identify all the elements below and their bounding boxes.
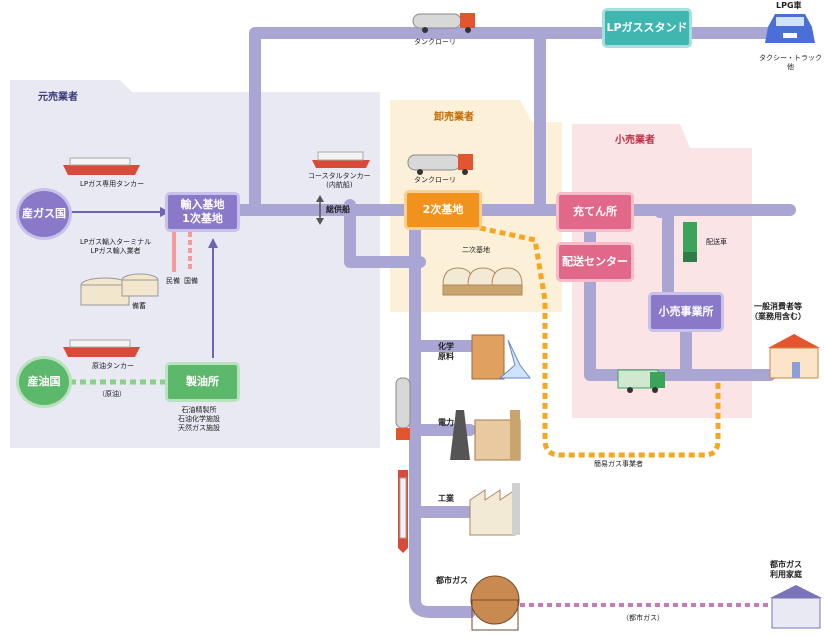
refinery-types-label: 石油精製所 石油化学施設 天然ガス施設 [178, 406, 220, 433]
lpg-stand-node[interactable]: LPガススタンド [602, 8, 692, 48]
coastal-tanker-image [312, 151, 370, 168]
lorry-vertical-image [395, 377, 411, 440]
oil-country-node[interactable]: 産油国 [16, 356, 72, 408]
chemical-plant-image [471, 334, 532, 380]
delivery-truck-label: 配送車 [706, 238, 727, 246]
small-retailer-node[interactable]: 小売事業所 [648, 292, 724, 332]
private-stock-label: 民備 [166, 277, 180, 285]
zone-label-retailer: 小売業者 [615, 135, 655, 146]
simple-gas-flow [479, 225, 721, 458]
power-plant-image [450, 410, 521, 461]
lp-tanker-image [63, 157, 140, 175]
tank-lorry-top-image [412, 13, 475, 33]
pipe-vertical [409, 222, 476, 618]
pipe-retail-right [654, 206, 674, 306]
terminal-label: LPガス輸入ターミナル LPガス輸入業者 [80, 238, 152, 256]
ship-vertical-image [398, 470, 408, 553]
tank-lorry-mid-image [407, 154, 473, 175]
crude-tanker-image [63, 339, 140, 357]
secondary-base-node[interactable]: 2次基地 [404, 190, 482, 230]
delivery-truck-bottom-image [617, 369, 665, 393]
industry-label: 工業 [438, 494, 454, 503]
city-gas-pipe-label: （都市ガス） [622, 614, 664, 622]
crude-oil-label: （原油） [98, 390, 126, 398]
import-base-node[interactable]: 輸入基地 1次基地 [165, 192, 240, 232]
power-label: 電力 [438, 418, 454, 427]
tank-lorry-top-label: タンクローリ [414, 38, 456, 46]
industry-factory-image [469, 483, 520, 536]
city-gas-tank-image [470, 575, 520, 631]
gas-country-node[interactable]: 産ガス国 [16, 188, 72, 240]
delivery-truck-vertical-image [683, 222, 697, 262]
stockpile-tanks-image [80, 273, 159, 306]
chemical-label: 化学 原料 [438, 342, 454, 362]
crude-tanker-label: 原油タンカー [92, 362, 134, 370]
city-gas-home-image [770, 585, 822, 629]
tank-lorry-mid-label: タンクローリ [414, 176, 456, 184]
zone-label-wholesaler: 卸売業者 [434, 112, 474, 123]
national-stock-label: 国備 [184, 277, 198, 285]
refinery-node[interactable]: 製油所 [165, 362, 240, 402]
lp-tanker-label: LPガス専用タンカー [80, 180, 145, 188]
secondary-base-tanks-image [442, 267, 523, 296]
zone-label-importer: 元売業者 [38, 92, 78, 103]
general-consumer-label: 一般消費者等 （業務用含む） [750, 302, 806, 322]
lpg-car-image [765, 14, 815, 43]
lpg-car-label: LPG車 [776, 1, 802, 10]
coastal-tanker-label: コースタルタンカー (内航船) [308, 172, 371, 190]
supply-ship-label: 総供船 [326, 205, 350, 214]
taxi-truck-label: タクシー・トラック他 [759, 54, 822, 72]
stockpile-label: 備蓄 [132, 302, 146, 310]
filling-station-node[interactable]: 充てん所 [556, 192, 634, 232]
city-gas-home-label: 都市ガス 利用家庭 [770, 560, 802, 580]
city-gas-label: 都市ガス [436, 576, 468, 585]
pipe-coastal [344, 199, 426, 268]
pipe-top [249, 27, 776, 216]
consumer-house-image [768, 334, 820, 379]
delivery-center-node[interactable]: 配送センター [556, 242, 634, 282]
simple-gas-label: 簡易ガス事業者 [594, 460, 643, 468]
secondary-base-image-label: 二次基地 [462, 246, 490, 254]
